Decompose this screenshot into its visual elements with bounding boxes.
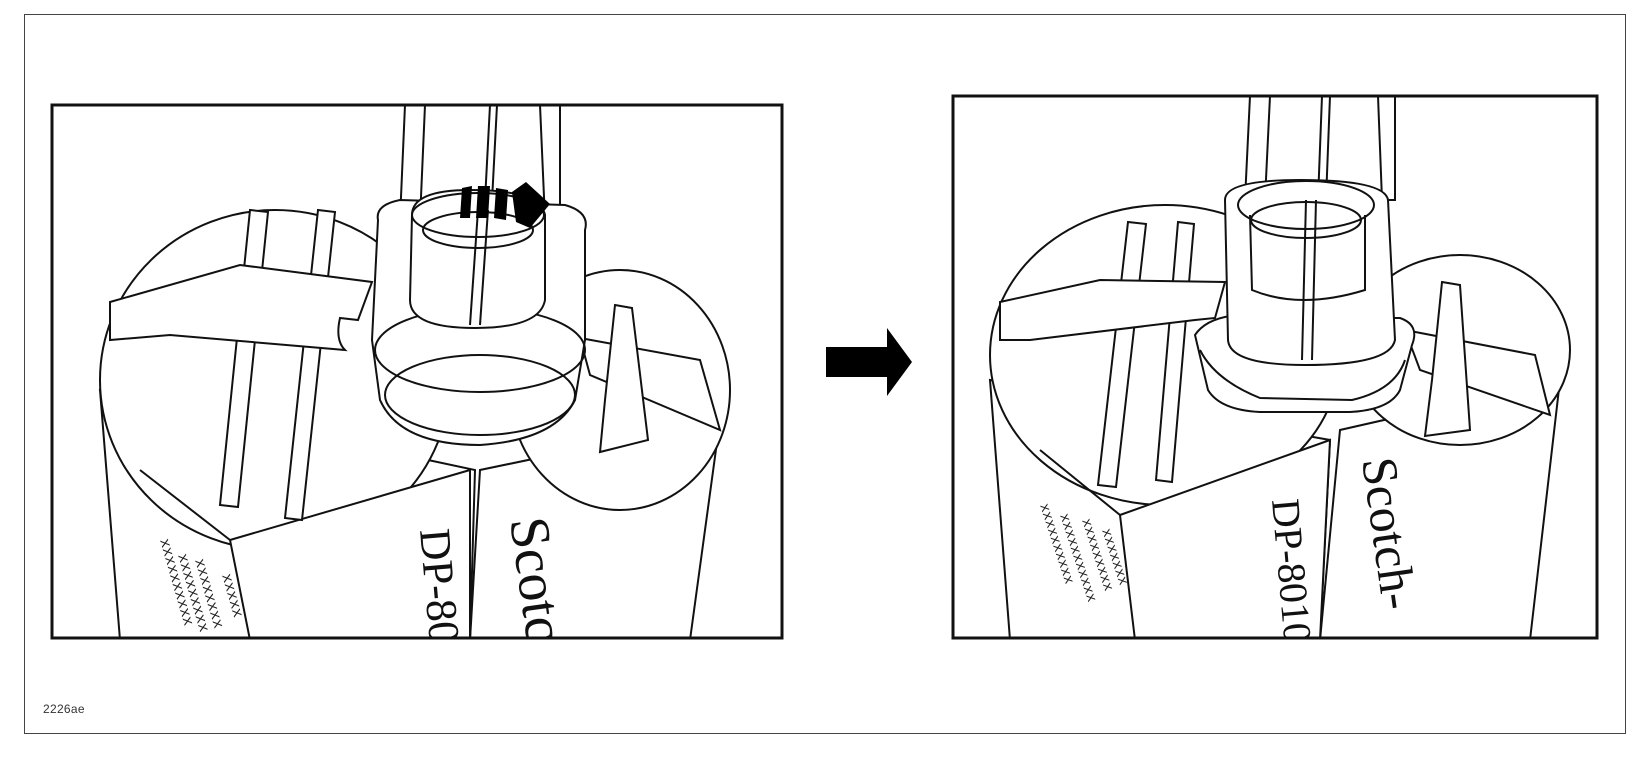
- panel-after-border: [951, 94, 1599, 640]
- nozzle-collar: [1223, 178, 1397, 367]
- figure-id: 2226ae: [43, 702, 85, 716]
- panel-after: Scotch- DP-8010 xxxxxxxxxx xxxxxxxxxxx x…: [951, 94, 1599, 640]
- panel-before-border: [50, 103, 784, 640]
- bracket-left: [109, 263, 374, 352]
- label-model-before: DP-80: [410, 527, 469, 646]
- rotate-arrow-icon: [460, 182, 550, 228]
- panel-before: Scotc DP-80 xxxxx xxxxxxxx xxxxxxxxx xxx…: [50, 103, 784, 646]
- bracket-left: [999, 278, 1227, 341]
- cartridge-label-band: [228, 468, 471, 638]
- cartridge-label-band: [1118, 438, 1332, 638]
- tab-right: [1423, 280, 1472, 438]
- right-arrow-icon: [826, 328, 912, 396]
- tab-right: [598, 303, 650, 454]
